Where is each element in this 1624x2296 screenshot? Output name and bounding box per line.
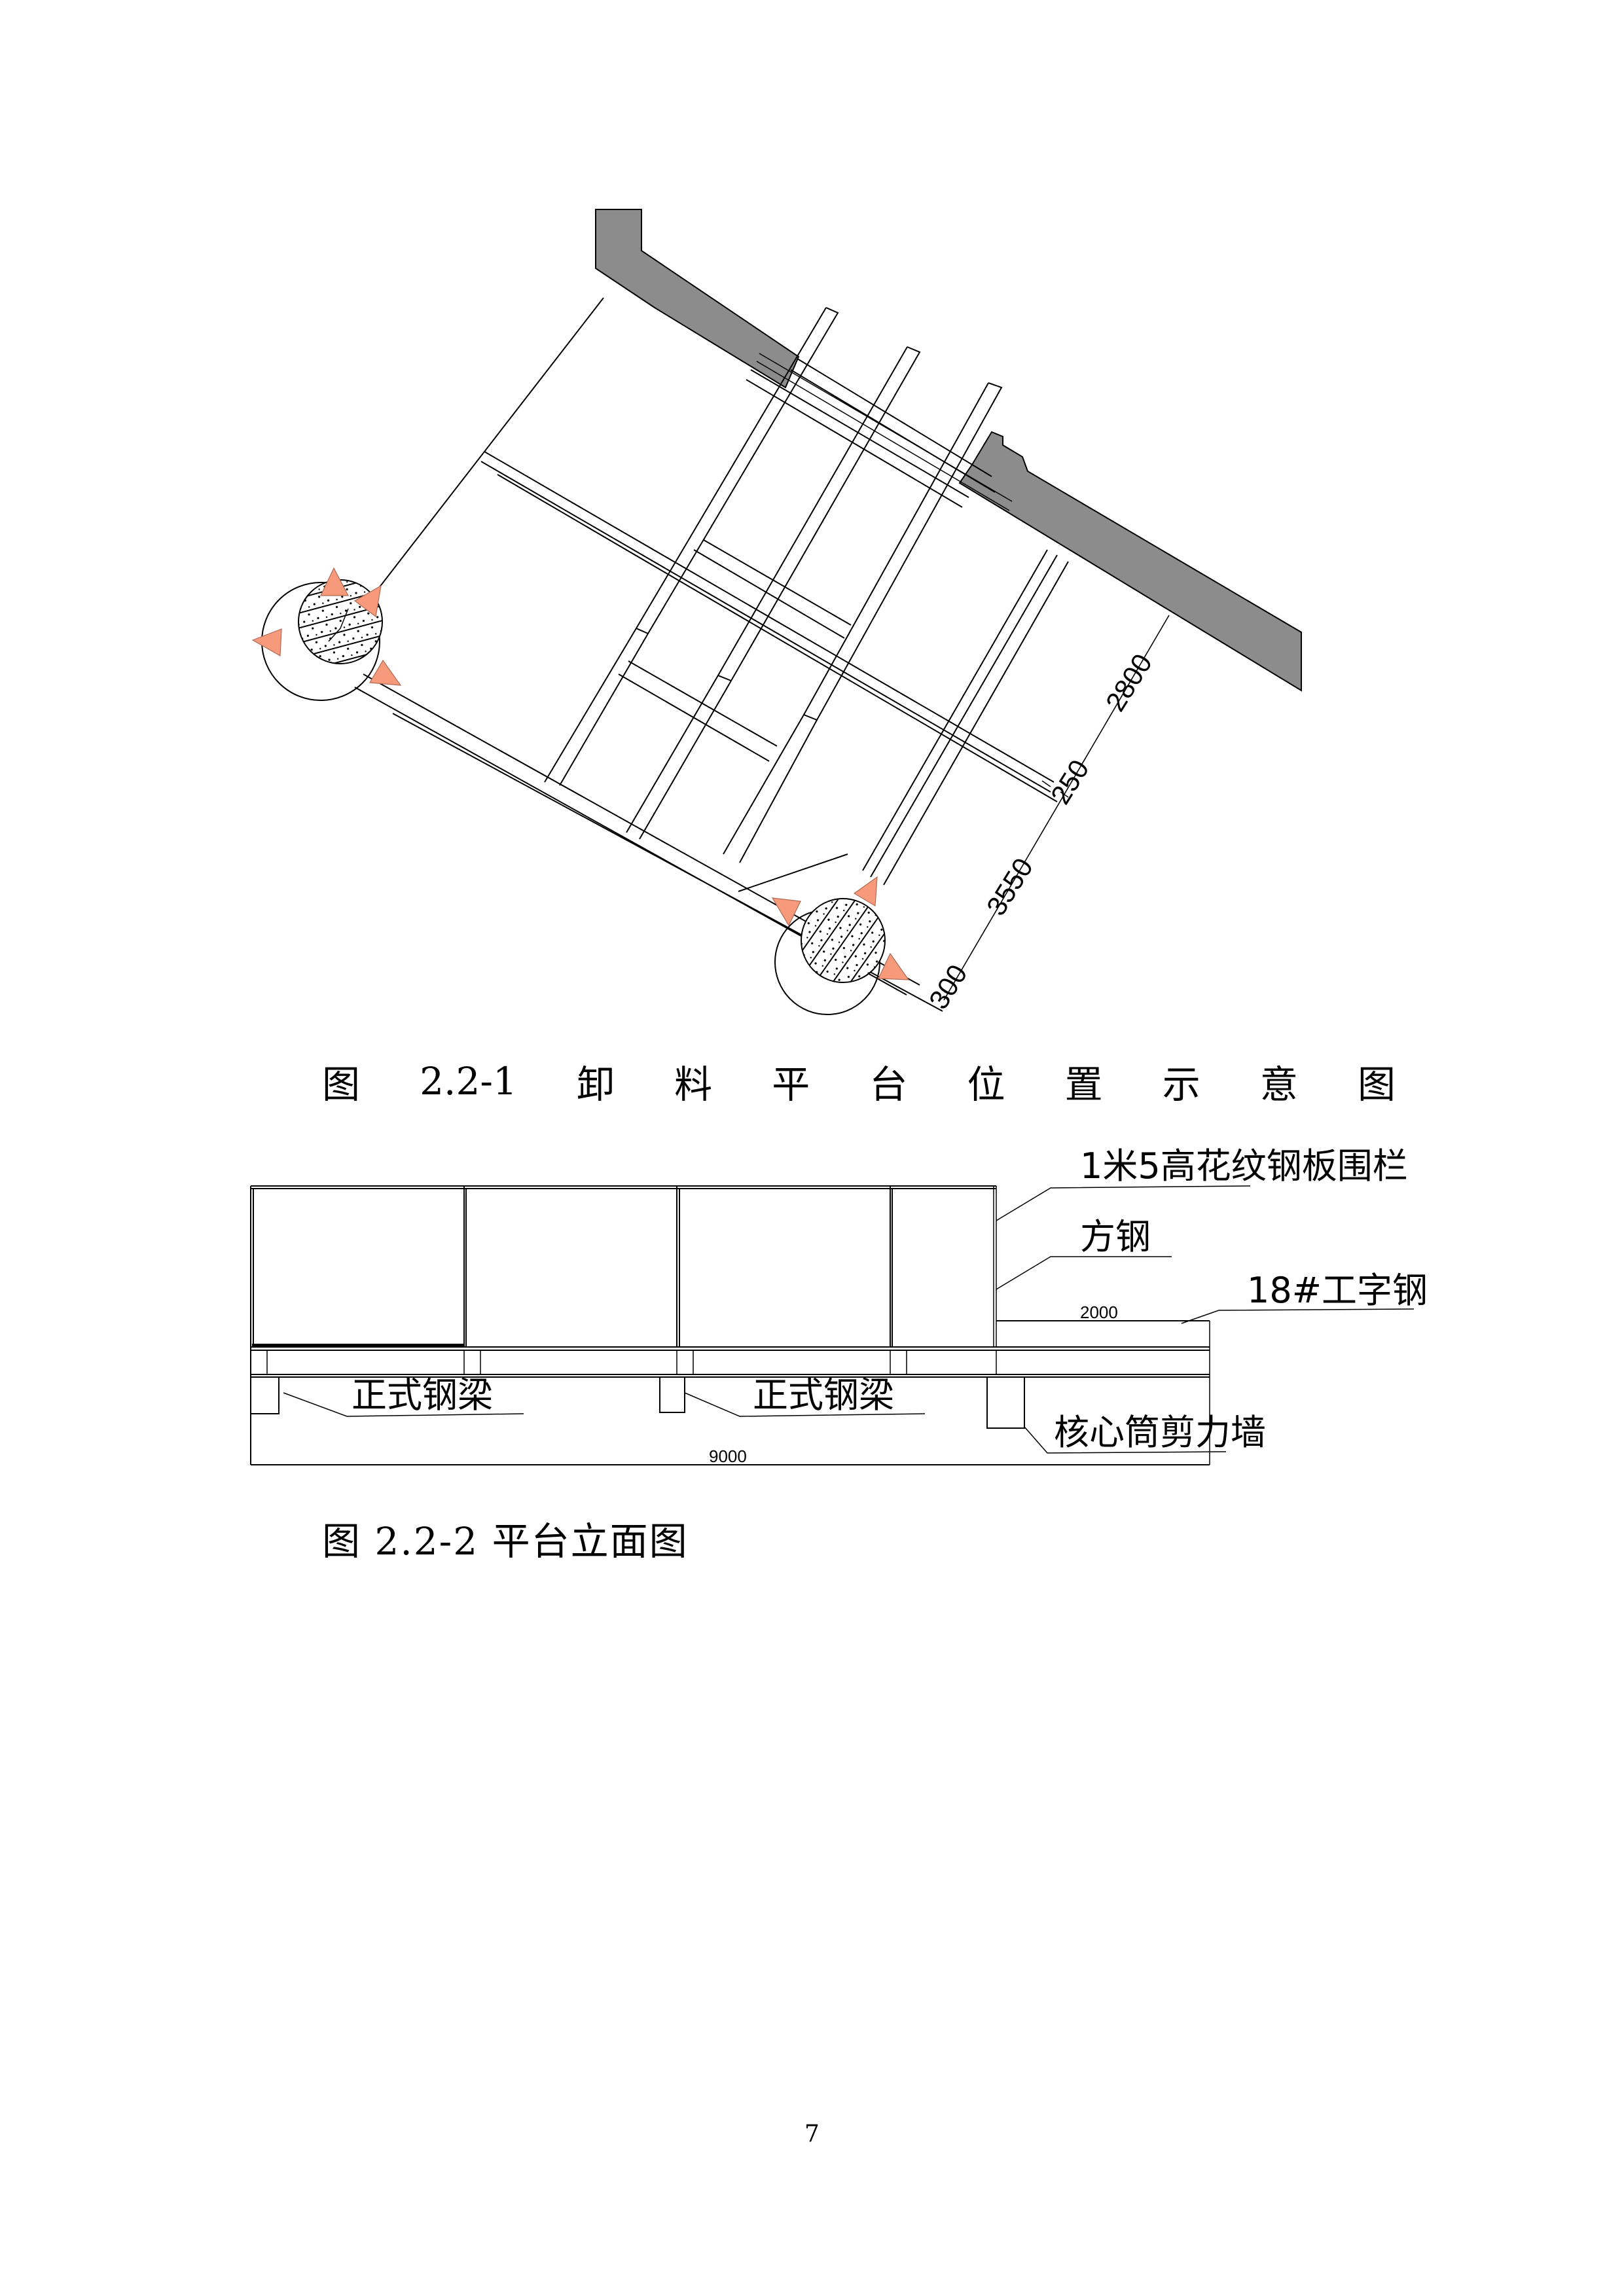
caption-part: 平 [772, 1062, 810, 1107]
label-railing: 1米5高花纹钢板围栏 [1080, 1145, 1408, 1187]
dimension-2800: 2800 [1100, 649, 1158, 717]
label-square-steel: 方钢 [1080, 1216, 1151, 1257]
caption-part: 卸 [576, 1062, 615, 1107]
elevation-structure [250, 1185, 1415, 1465]
figure2-caption: 图 2.2-2 平台立面图 [322, 1519, 689, 1564]
page-number: 7 [804, 2121, 820, 2147]
caption-part: 图 [322, 1062, 361, 1107]
unloading-platform-plan-diagram: 2800 250 3550 300 [251, 209, 1302, 1015]
caption-part: 位 [967, 1062, 1005, 1107]
tie-cable-left [367, 297, 604, 603]
support-triangles [251, 567, 910, 980]
dimension-9000: 9000 [709, 1446, 747, 1466]
caption-part: 台 [869, 1062, 908, 1107]
label-i-beam: 18#工字钢 [1247, 1270, 1428, 1311]
dimension-250: 250 [1045, 754, 1095, 809]
platform-elevation-diagram: 1米5高花纹钢板围栏 方钢 18#工字钢 正式钢梁 正式钢梁 核心筒剪力墙 20… [250, 1145, 1428, 1466]
caption-part: 料 [674, 1062, 713, 1107]
column-right [774, 898, 886, 1015]
caption-part: 示 [1162, 1062, 1200, 1107]
support-triangle-icon [878, 952, 910, 980]
core-wall-shape [595, 209, 1302, 692]
support-triangle-icon [369, 659, 402, 686]
label-formal-beam-mid: 正式钢梁 [753, 1374, 894, 1416]
dimension-300: 300 [923, 959, 973, 1014]
label-formal-beam-left: 正式钢梁 [352, 1374, 493, 1416]
support-triangle-icon [771, 897, 801, 927]
caption-part: 意 [1259, 1062, 1298, 1107]
dimension-3550: 3550 [981, 853, 1039, 921]
dimension-2000: 2000 [1080, 1302, 1118, 1322]
caption-part: 图 [1357, 1062, 1396, 1107]
support-triangle-icon [353, 584, 382, 618]
support-triangle-icon [853, 876, 878, 907]
caption-figure-number: 2.2-1 [420, 1059, 517, 1103]
label-core-wall: 核心筒剪力墙 [1054, 1412, 1266, 1453]
caption-part: 置 [1064, 1062, 1103, 1107]
figure1-caption: 图 2.2-1 卸 料 平 台 位 置 示 意 图 [322, 1055, 1396, 1107]
support-triangle-icon [320, 567, 349, 596]
support-triangle-icon [251, 628, 282, 657]
platform-secondary-beams [544, 307, 1069, 892]
dimension-chain [943, 615, 1170, 1001]
